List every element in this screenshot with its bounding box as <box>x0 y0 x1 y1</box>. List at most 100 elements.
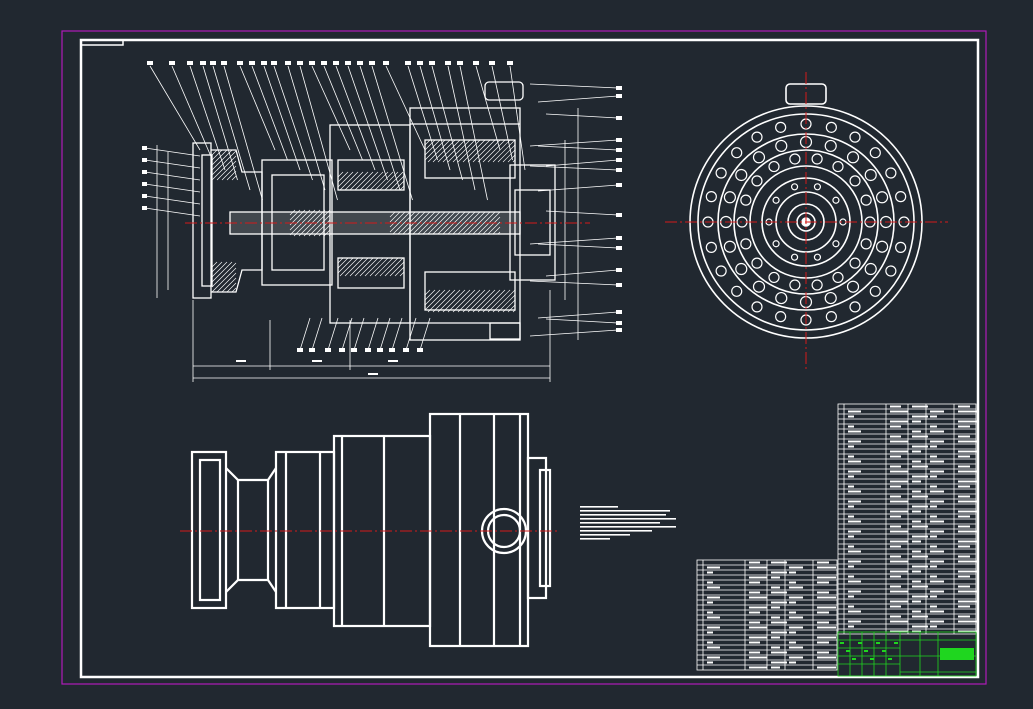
note-line <box>580 538 610 540</box>
hatch-line <box>447 289 471 313</box>
hatch-line <box>216 160 237 181</box>
bom-cell-mark <box>890 480 908 483</box>
bolt-hole <box>824 291 837 305</box>
leader-line <box>347 65 388 181</box>
balloon-mark <box>405 61 411 65</box>
bom-cell-mark <box>817 621 829 624</box>
bom-cell-mark <box>930 425 937 428</box>
bom-cell-mark <box>958 495 970 498</box>
bolt-hole <box>723 240 737 253</box>
title-cell-mark <box>840 642 844 644</box>
bolt-hole <box>775 311 787 323</box>
hatch-line <box>502 149 516 163</box>
bom-cell-mark <box>930 610 944 613</box>
hatch-line <box>374 257 394 277</box>
balloon-mark <box>221 61 227 65</box>
hatch-line <box>502 299 516 313</box>
bom-cell-mark <box>930 575 937 578</box>
bolt-hole <box>751 131 763 143</box>
balloon-mark <box>389 348 395 352</box>
bolt-hole <box>790 183 799 191</box>
outline-stage2 <box>428 412 530 648</box>
bolt-hole <box>846 151 860 164</box>
balloon-mark <box>351 348 357 352</box>
bom-cell-mark <box>958 405 970 408</box>
bom-cell-mark <box>912 595 928 598</box>
title-cell-mark <box>894 642 898 644</box>
leader-line <box>144 195 201 205</box>
hatch-line <box>359 257 379 277</box>
bom-cell-mark <box>912 490 921 493</box>
title-block[interactable] <box>837 631 977 677</box>
bolt-hole <box>772 196 780 204</box>
top-lug <box>484 81 524 101</box>
leader-line <box>327 317 339 351</box>
bom-cell-mark <box>789 581 796 584</box>
hatch-line <box>424 139 446 161</box>
parts-list-right[interactable] <box>837 403 977 635</box>
hatch-line <box>457 139 481 163</box>
hatch-line <box>477 139 501 163</box>
section-view[interactable] <box>142 61 622 382</box>
bom-cell-mark <box>890 420 908 423</box>
bom-cell-mark <box>930 485 937 488</box>
hatch-line <box>497 294 516 313</box>
end-view[interactable] <box>665 72 948 372</box>
bom-cell-mark <box>890 510 908 513</box>
bom-cell-mark <box>912 520 921 523</box>
bom-cell-mark <box>817 641 829 644</box>
bolt-hole <box>731 147 743 159</box>
hatch-line <box>492 289 516 313</box>
leader-line <box>545 318 619 324</box>
bom-cell-mark <box>848 610 861 613</box>
bom-cell-mark <box>958 455 970 458</box>
hatch-line <box>394 180 405 191</box>
leader-line <box>311 317 323 351</box>
hatch-line <box>424 289 446 311</box>
bom-cell-mark <box>707 656 720 659</box>
bolt-hole <box>751 301 763 313</box>
bom-cell-mark <box>749 576 767 579</box>
leader-lines-right <box>529 83 622 337</box>
bom-cell-mark <box>930 605 937 608</box>
stage2-gear-top <box>424 139 516 179</box>
hatch-line <box>412 211 436 235</box>
balloon-mark <box>345 61 351 65</box>
sheet-border <box>61 30 987 685</box>
bolt-hole <box>846 280 860 293</box>
hatch-line <box>507 304 516 313</box>
bolt-hole <box>772 240 780 248</box>
bom-cell-mark <box>789 646 803 649</box>
bom-cell-mark <box>890 425 901 428</box>
bom-cell-mark <box>817 611 829 614</box>
hatch-line <box>344 257 364 277</box>
bolt-hole <box>789 279 801 291</box>
bom-cell-mark <box>958 465 970 468</box>
bom-cell-mark <box>890 495 901 498</box>
outline-end-cap-2 <box>538 468 552 588</box>
bom-cell-mark <box>848 530 861 533</box>
bom-cell-mark <box>771 601 787 604</box>
hatch-line <box>344 171 364 191</box>
bom-cell-mark <box>707 616 720 619</box>
bom-cell-mark <box>789 596 803 599</box>
bom-cell-mark <box>912 495 928 498</box>
parts-list-left[interactable] <box>696 559 838 671</box>
bom-cell-mark <box>890 435 901 438</box>
bolt-hole <box>864 168 877 182</box>
balloon-mark <box>489 61 495 65</box>
outline-view[interactable] <box>180 412 560 648</box>
hatch-line <box>359 171 379 191</box>
hatch-line <box>364 257 384 277</box>
bom-cell-mark <box>817 626 836 629</box>
bom-cell-mark <box>958 440 977 443</box>
bom-cell-mark <box>930 445 937 448</box>
bom-cell-mark <box>912 405 928 408</box>
balloon-mark <box>616 158 622 162</box>
leader-line <box>263 65 301 171</box>
bom-cell-mark <box>771 636 780 639</box>
hatch-line <box>399 185 405 191</box>
balloon-mark <box>457 61 463 65</box>
note-line <box>580 526 676 528</box>
